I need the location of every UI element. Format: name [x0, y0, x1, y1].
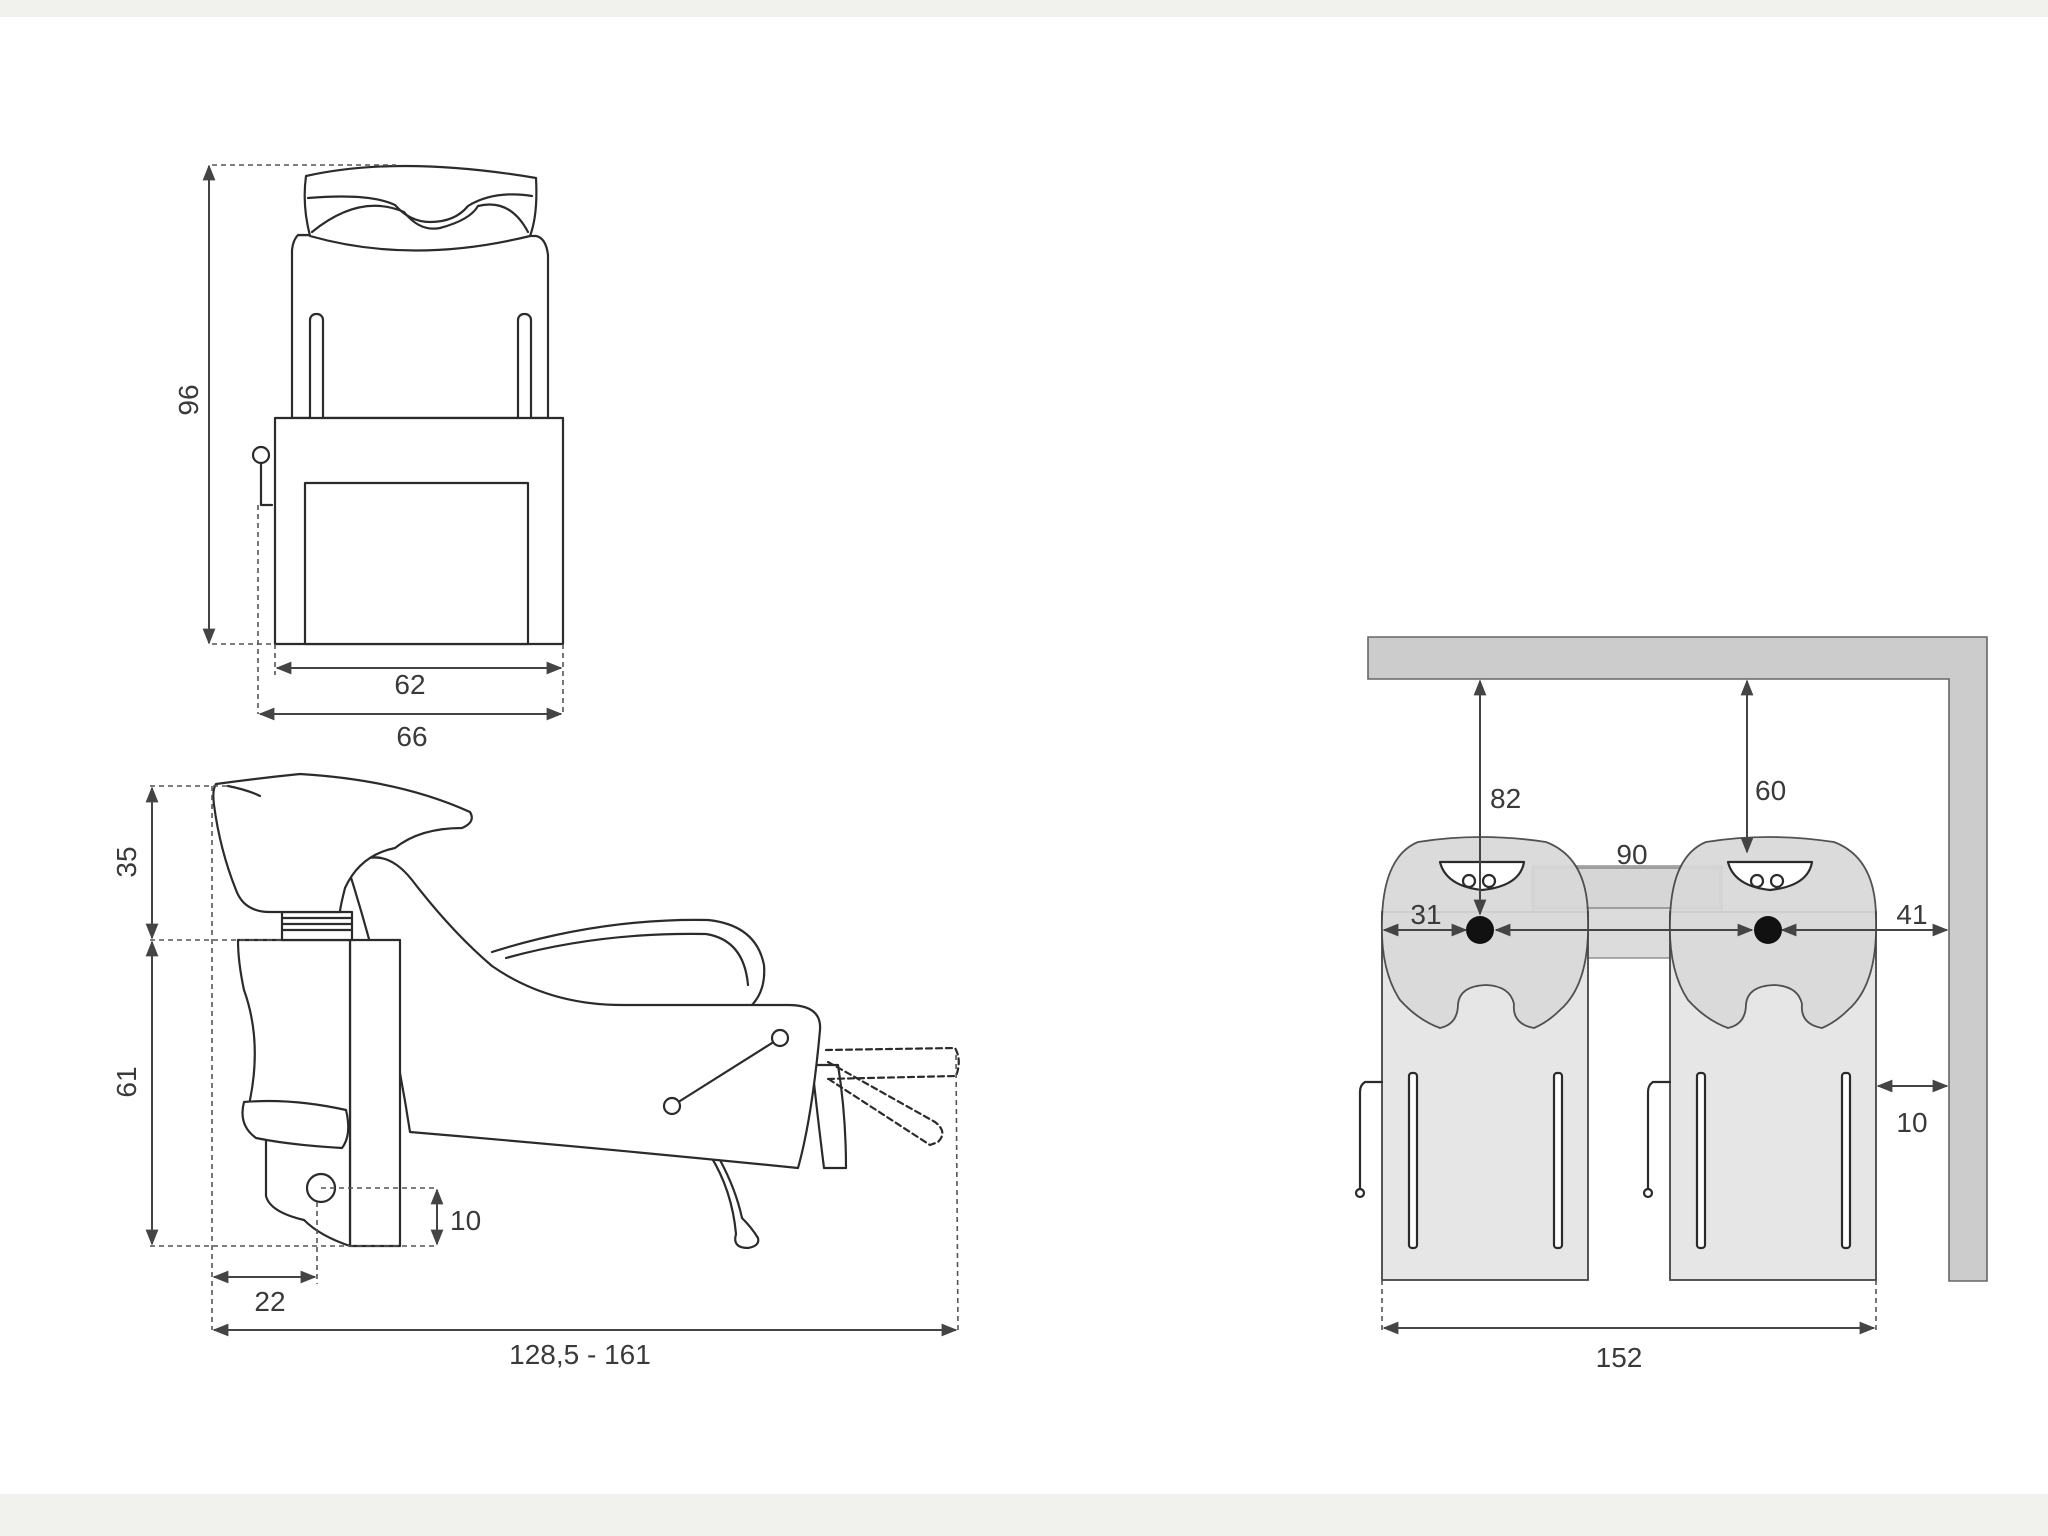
side-seat-body	[346, 856, 822, 1170]
front-view: 96 62 66	[173, 164, 565, 752]
front-basin-inner-curve	[310, 203, 530, 234]
plan-view: 82 60 90 31 41 10 152	[1354, 636, 1988, 1373]
plan-drain-right	[1754, 916, 1782, 944]
plan-right-offset-label: 41	[1896, 899, 1927, 930]
plan-center-spacing-label: 90	[1616, 839, 1647, 870]
side-seat-height-label: 61	[111, 1066, 142, 1097]
front-total-width-label: 66	[396, 721, 427, 752]
bottom-band	[0, 1494, 2048, 1536]
front-basin-neck-curve	[306, 193, 534, 224]
side-footrest-extended-lower	[826, 1060, 944, 1147]
side-drain-offset-label: 22	[254, 1286, 285, 1317]
side-lever	[670, 1036, 782, 1108]
side-lever-knob	[770, 1028, 790, 1048]
side-view: 35 61 10 22 128,5 - 161	[111, 772, 960, 1370]
plan-side-gap-label: 10	[1896, 1107, 1927, 1138]
plan-seat-right-armrest	[1646, 1080, 1672, 1192]
front-backrest	[290, 233, 550, 420]
plan-seat-left-bar-2	[1552, 1071, 1564, 1250]
plan-seat-right-bar-1	[1695, 1071, 1707, 1250]
front-basin	[303, 164, 538, 252]
side-length-label: 128,5 - 161	[509, 1339, 651, 1370]
plan-seat-right-bar-2	[1840, 1071, 1852, 1250]
side-basin-height-label: 35	[111, 846, 142, 877]
plan-clearance-left-label: 82	[1490, 783, 1521, 814]
side-basin	[212, 772, 473, 914]
side-basin-stem	[280, 910, 354, 942]
front-seat-width-label: 62	[394, 669, 425, 700]
side-base-rim	[241, 1099, 350, 1150]
plan-clearance-right-label: 60	[1755, 775, 1786, 806]
side-armrest	[490, 918, 766, 1007]
front-cabinet-panel	[303, 481, 530, 646]
side-drain-height-label: 10	[450, 1205, 481, 1236]
front-lever-rod	[259, 461, 274, 507]
side-leg-rear	[708, 1153, 760, 1250]
front-height-label: 96	[173, 384, 204, 415]
plan-wall	[1367, 636, 1988, 1282]
side-footrest-extended	[823, 1046, 960, 1081]
side-armrest-inner	[504, 932, 750, 987]
plan-basin-right-sink	[1726, 860, 1814, 892]
plan-seat-left-bar-1	[1407, 1071, 1419, 1250]
top-band	[0, 0, 2048, 17]
side-column	[348, 938, 402, 1248]
front-lever-knob	[251, 445, 271, 465]
plan-left-offset-label: 31	[1410, 899, 1441, 930]
plan-drain-left	[1466, 916, 1494, 944]
side-lever-pivot	[662, 1096, 682, 1116]
plan-total-width-label: 152	[1596, 1342, 1643, 1373]
side-base-body	[236, 938, 352, 1248]
side-leg-front	[810, 1063, 848, 1170]
plan-seat-left-armrest	[1358, 1080, 1384, 1192]
